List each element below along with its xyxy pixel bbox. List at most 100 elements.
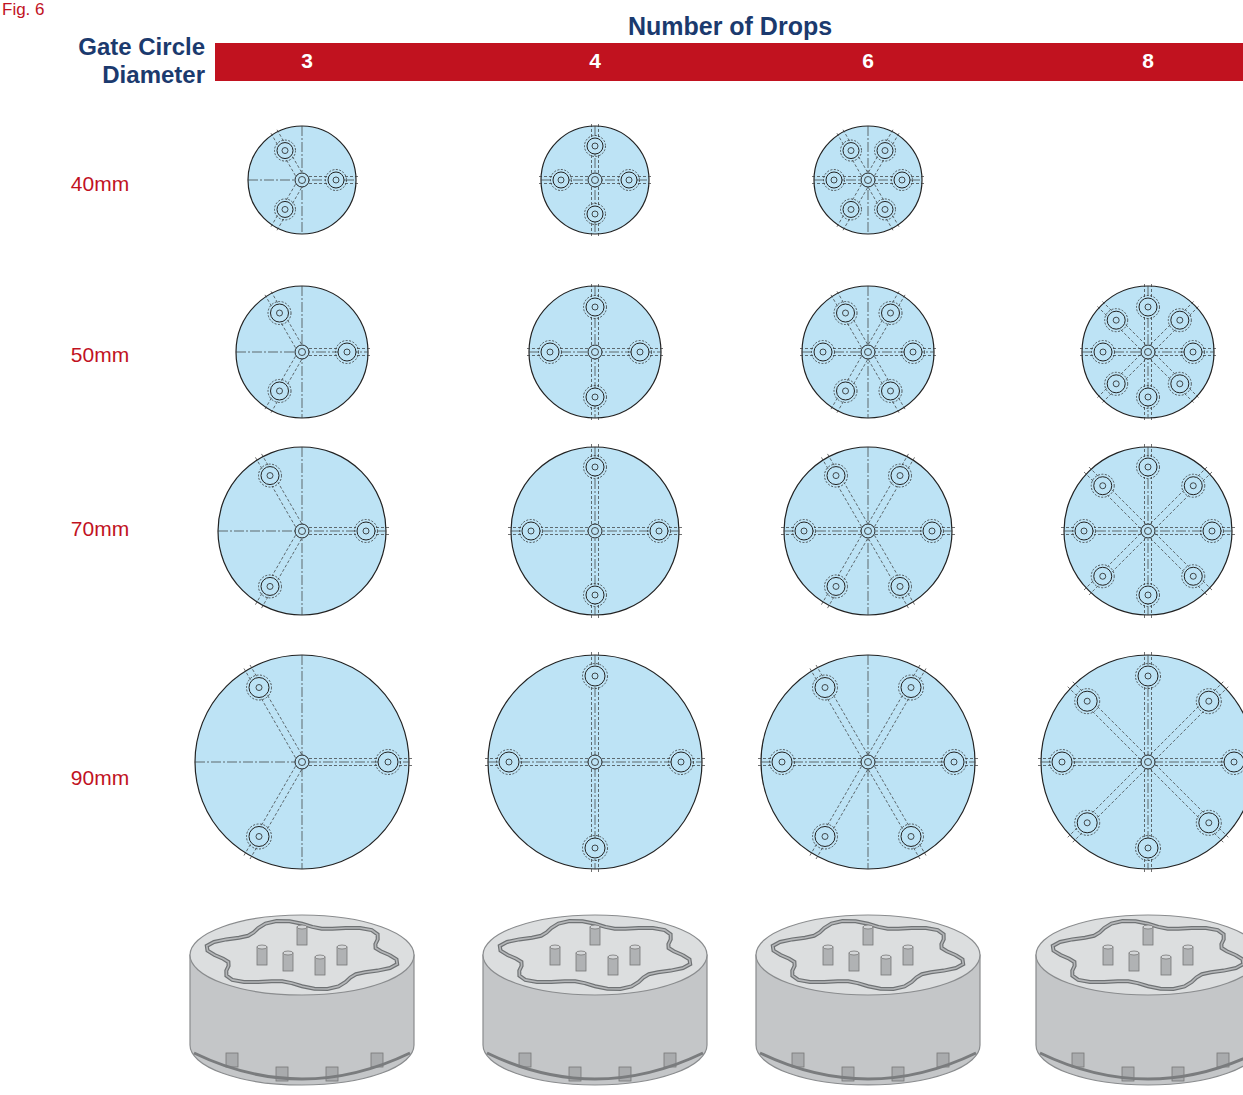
- runner-channel: [875, 160, 884, 176]
- runner-channel: [875, 348, 903, 349]
- heater-channel: [830, 294, 837, 306]
- runner-channel: [875, 323, 889, 347]
- drop-bore: [539, 341, 562, 364]
- nozzle-post: [1143, 927, 1153, 945]
- heater-tube-highlight: [207, 921, 397, 989]
- gate: [592, 464, 598, 470]
- sprue: [295, 345, 309, 359]
- drop-bore: [834, 379, 857, 402]
- heater-channel: [692, 765, 705, 766]
- gate: [1081, 528, 1087, 534]
- heater-channel: [837, 290, 844, 302]
- drop-bore: [813, 675, 838, 700]
- heater-channel: [692, 758, 705, 759]
- drop-nozzle: [338, 343, 356, 361]
- heater-channel: [598, 283, 599, 297]
- gate: [385, 759, 391, 765]
- heater-channel: [669, 527, 682, 528]
- runner-channel: [591, 187, 592, 205]
- runner-channel: [1150, 769, 1198, 817]
- drop-bore: [889, 464, 912, 487]
- heater-channel: [591, 223, 592, 237]
- lower-tube: [1040, 1053, 1243, 1079]
- heater-channel: [942, 534, 955, 535]
- heater-channel: [1038, 758, 1051, 759]
- heater-tube: [207, 921, 397, 989]
- drop-bore: [629, 341, 652, 364]
- runner-channel: [844, 482, 868, 523]
- runner-channel: [288, 320, 302, 344]
- runner-channel: [1150, 359, 1170, 379]
- manifold-render: [190, 915, 414, 1085]
- runner-channel: [1150, 325, 1170, 345]
- drop-nozzle: [621, 172, 637, 188]
- figure-number: Fig. 6: [2, 0, 82, 20]
- runner-channel: [541, 527, 588, 528]
- nozzle-post: [297, 927, 307, 945]
- heater-tube-highlight: [500, 921, 690, 989]
- runner-channel: [281, 323, 295, 347]
- sprue-bore: [299, 759, 306, 766]
- runner-channel: [261, 699, 295, 758]
- runner-channel: [309, 348, 337, 349]
- heater-tube: [500, 921, 690, 989]
- plate-outline: [511, 447, 679, 615]
- heater-channel: [255, 457, 261, 468]
- runner-channel: [833, 348, 861, 349]
- heater-channel: [262, 597, 269, 608]
- gate: [678, 759, 684, 765]
- runner-channel: [1126, 359, 1146, 379]
- heater-channel: [508, 527, 521, 528]
- drop-bore: [1092, 341, 1115, 364]
- manifold-plate: [508, 444, 682, 618]
- drop-bore: [813, 824, 838, 849]
- sprue: [1141, 524, 1155, 538]
- drop-nozzle: [826, 172, 842, 188]
- heater-channel: [345, 183, 359, 184]
- drop-nozzle: [923, 522, 941, 540]
- drop-nozzle: [586, 586, 604, 604]
- runner-channel: [261, 766, 295, 825]
- gate: [820, 349, 826, 355]
- lower-tube: [760, 1053, 976, 1079]
- drop-bore: [584, 386, 607, 409]
- heater-channel: [1061, 527, 1074, 528]
- render-foot: [226, 1053, 238, 1067]
- drop-bore: [268, 379, 291, 402]
- heater-channel: [886, 129, 893, 141]
- drop-nozzle: [901, 678, 921, 698]
- drop-nozzle: [882, 382, 900, 400]
- heater-channel: [1097, 388, 1107, 398]
- runner-channel: [570, 183, 588, 184]
- gate: [1206, 820, 1212, 826]
- runner-channel: [1112, 490, 1145, 523]
- drop-nozzle: [249, 826, 269, 846]
- drop-bore: [648, 520, 671, 543]
- drop-nozzle: [271, 382, 289, 400]
- runner-channel: [278, 482, 302, 523]
- runner-channel: [834, 770, 868, 829]
- runner-channel: [560, 348, 588, 349]
- runner-channel: [852, 160, 861, 176]
- runner-channel: [1126, 325, 1146, 345]
- drop-bore: [899, 824, 924, 849]
- heater-channel: [270, 215, 277, 227]
- sprue: [1141, 755, 1155, 769]
- nozzle-post-top: [863, 925, 873, 929]
- runner-channel: [286, 184, 295, 200]
- manifold-plate: [811, 126, 925, 234]
- heater-channel: [271, 290, 278, 302]
- nozzle-post: [550, 947, 560, 965]
- heater-channel: [908, 593, 915, 604]
- runner-channel: [1144, 477, 1145, 524]
- heater-channel: [526, 355, 540, 356]
- runner-channel: [875, 766, 909, 825]
- heater-channel: [1084, 581, 1093, 590]
- runner-channel: [1144, 317, 1145, 345]
- drop-nozzle: [1139, 458, 1157, 476]
- row-heading: Gate Circle Diameter: [30, 33, 205, 88]
- drop-nozzle: [1094, 477, 1112, 495]
- runner-channel: [875, 183, 893, 184]
- gate: [908, 685, 914, 691]
- drop-nozzle: [277, 201, 293, 217]
